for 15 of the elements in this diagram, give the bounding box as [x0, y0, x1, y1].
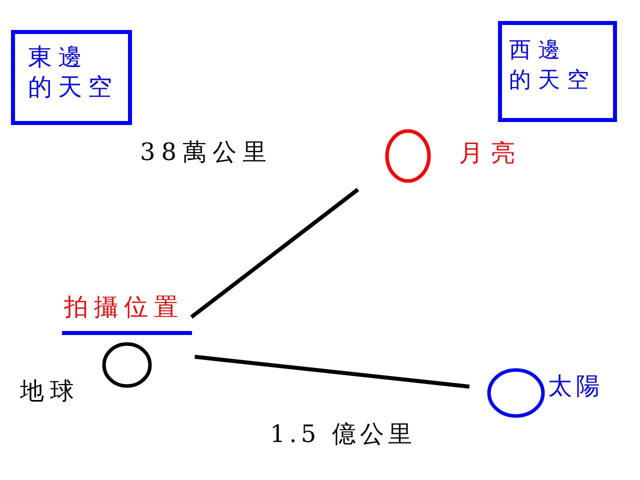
moon-circle	[385, 129, 431, 183]
moon-label: 月亮	[459, 139, 523, 168]
sky-label: 西邊的天空	[509, 37, 597, 95]
sky-label: 東邊的天空	[28, 42, 119, 102]
sky-label-box	[498, 21, 617, 122]
earth-circle	[102, 342, 152, 388]
distance-label: 1.5 億公里	[270, 420, 416, 449]
connector-line	[194, 354, 470, 389]
earth-label: 地球	[20, 377, 80, 406]
connector-line	[190, 188, 360, 319]
location-label: 拍攝位置	[64, 293, 184, 322]
sun-circle	[487, 368, 545, 418]
sky-label-box	[11, 30, 132, 125]
distance-label: 38萬公里	[140, 138, 273, 167]
sun-label: 太陽	[548, 372, 604, 401]
